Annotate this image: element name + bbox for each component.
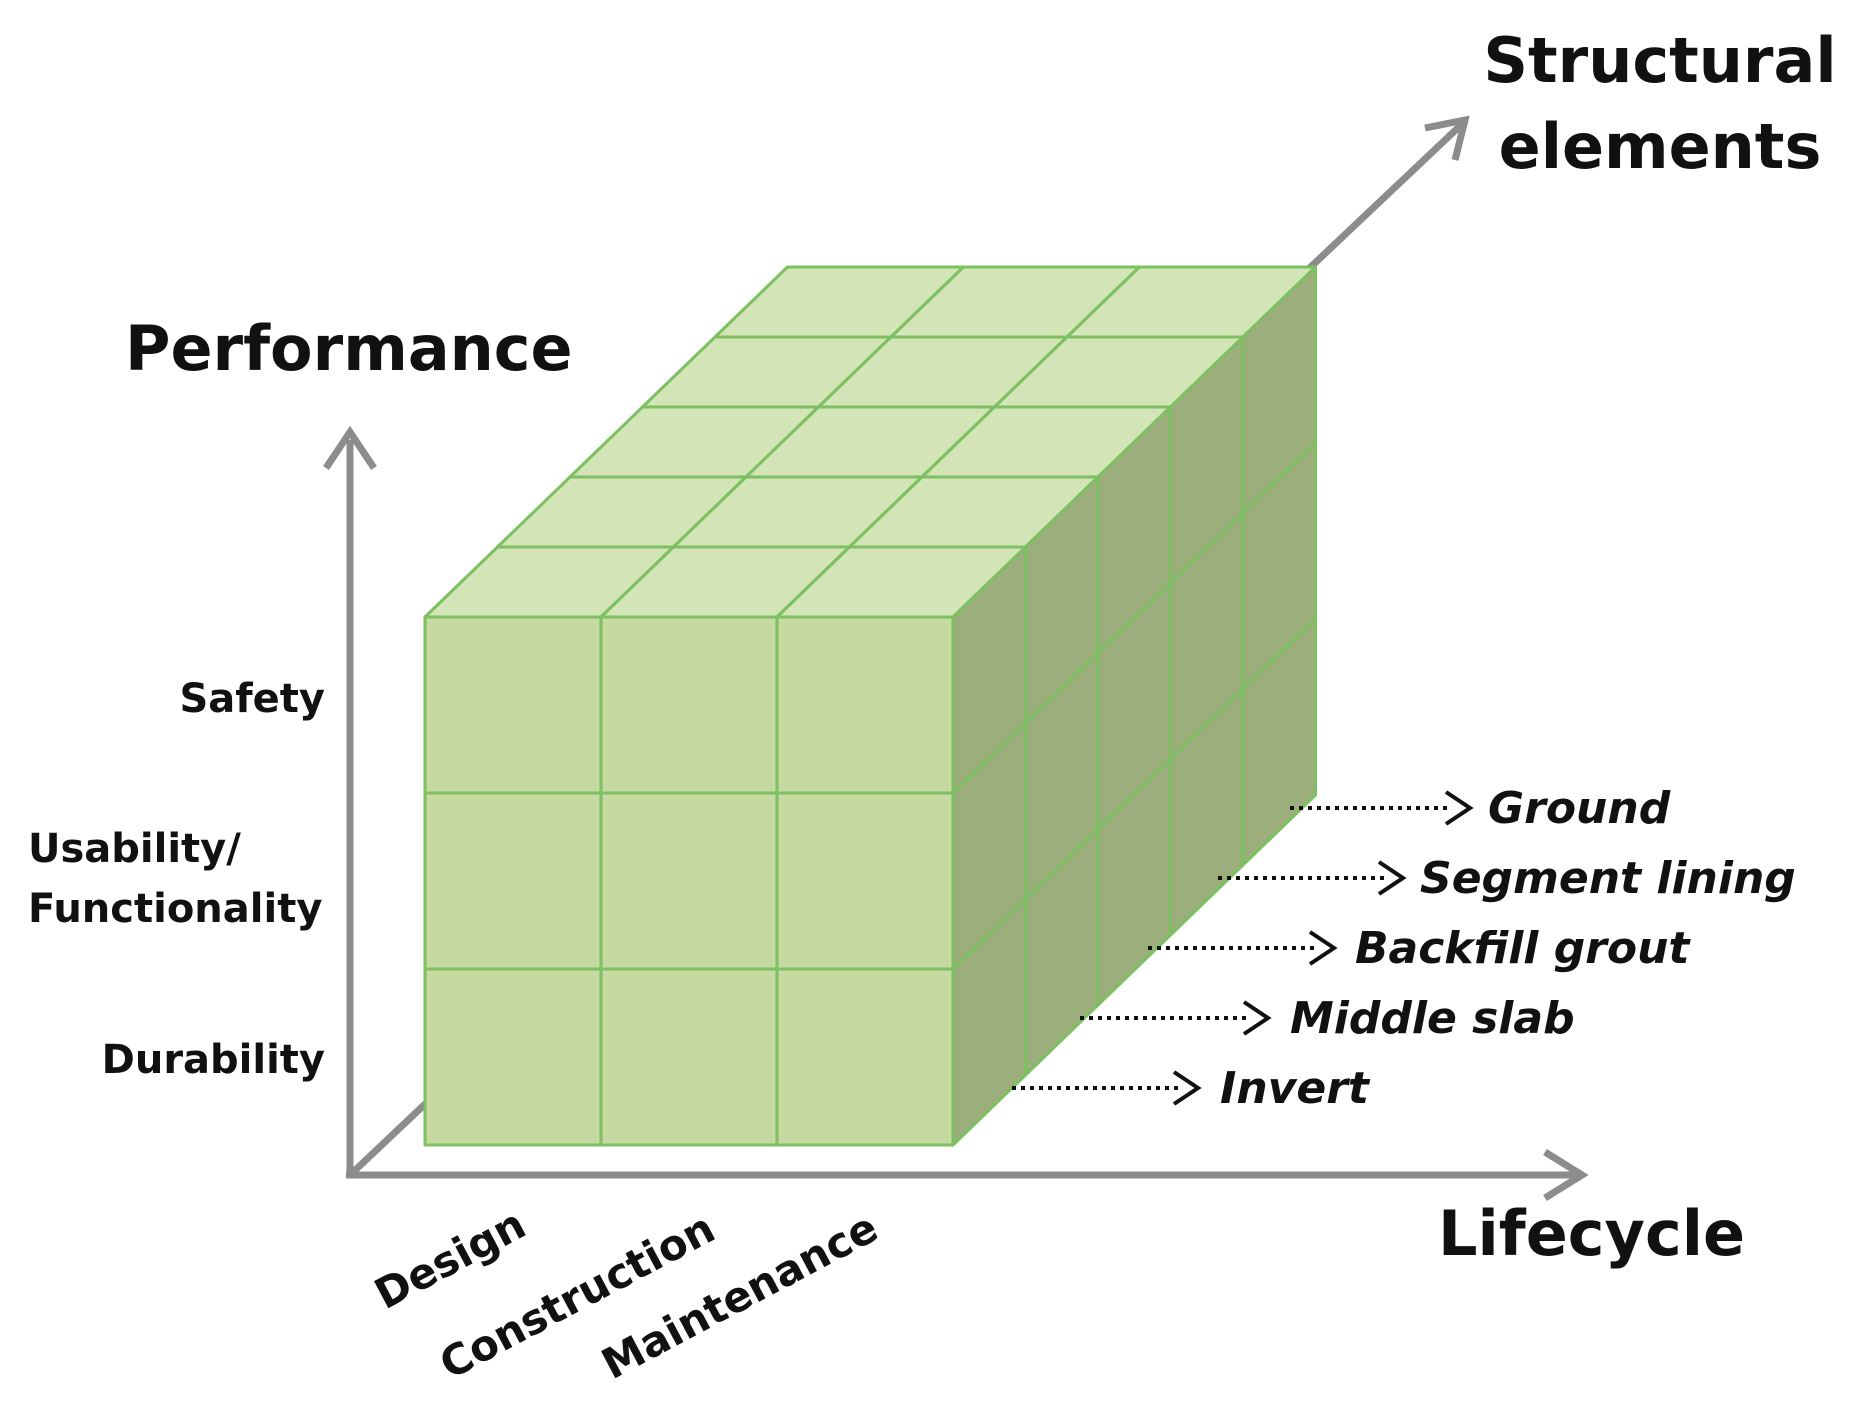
structural-elements-axis-title-line2: elements — [1499, 110, 1822, 183]
cube-front-face — [599, 615, 779, 795]
structural-elements-axis-arrowhead — [1424, 115, 1470, 161]
cube-grid — [423, 265, 1317, 1147]
performance-axis-title: Performance — [125, 312, 573, 385]
performance-level-safety: Safety — [179, 676, 325, 722]
cube-front-face — [599, 967, 779, 1147]
structural-element-invert-label: Invert — [1220, 1063, 1371, 1114]
structural-elements-axis-title-line1: Structural — [1483, 24, 1836, 97]
cube-front-face — [775, 791, 955, 971]
cube-front-face — [423, 791, 603, 971]
structural-element-backfill-grout: Backfill grout — [1148, 923, 1691, 974]
performance-axis-arrowhead — [323, 425, 377, 470]
structural-element-ground-label: Ground — [1488, 783, 1671, 834]
cube-front-face — [599, 791, 779, 971]
lifecycle-stage-maintenance: Maintenance — [594, 1203, 886, 1389]
structural-element-middle-slab: Middle slab — [1080, 993, 1575, 1044]
performance-level-durability: Durability — [102, 1037, 325, 1083]
structural-element-invert: Invert — [1012, 1063, 1371, 1114]
cube-front-face — [775, 615, 955, 795]
cube-front-face — [775, 967, 955, 1147]
lifecycle-stage-design: Design — [367, 1199, 534, 1319]
lifecycle-axis-title: Lifecycle — [1438, 1197, 1745, 1270]
cube-front-face — [423, 967, 603, 1147]
cube-side-face — [951, 545, 1027, 795]
structural-element-middle-slab-label: Middle slab — [1290, 993, 1575, 1044]
structural-element-segment-lining: Segment lining — [1218, 853, 1796, 904]
performance-level-usability-line1: Usability/ — [28, 826, 241, 872]
lifecycle-axis-arrowhead — [1543, 1149, 1589, 1201]
performance-level-usability-line2: Functionality — [28, 886, 322, 932]
structural-element-backfill-grout-label: Backfill grout — [1355, 923, 1691, 974]
structural-element-segment-lining-label: Segment lining — [1420, 853, 1796, 904]
structural-element-ground: Ground — [1290, 783, 1671, 834]
cube-front-face — [423, 615, 603, 795]
